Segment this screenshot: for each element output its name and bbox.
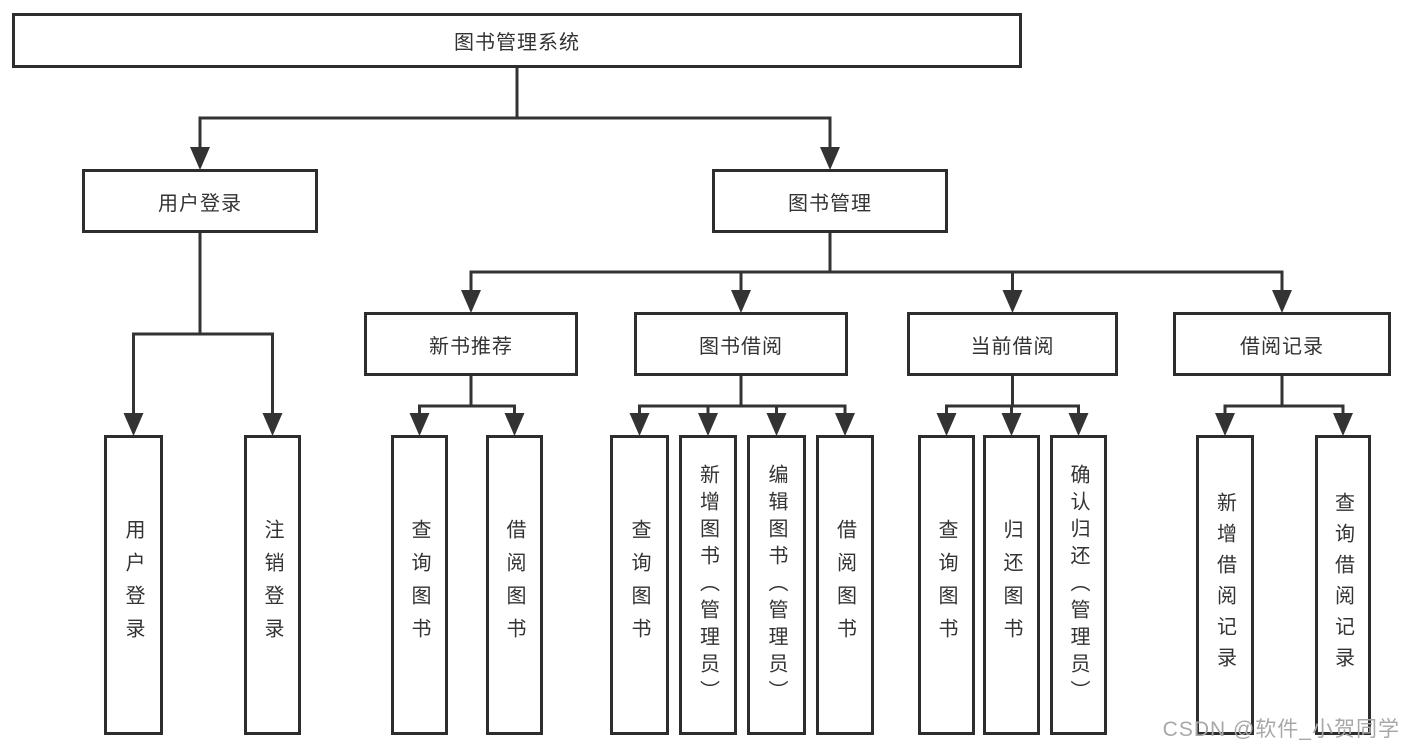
arrow-down-icon [1002, 290, 1023, 313]
arrow-down-icon [1001, 413, 1022, 436]
node-current-borrow: 当前借阅 [907, 312, 1118, 376]
arrow-down-icon [1272, 290, 1292, 313]
arrow-down-icon [262, 413, 283, 436]
arrow-down-icon [698, 413, 718, 436]
arrow-down-icon [820, 147, 840, 170]
arrow-down-icon [123, 413, 144, 436]
node-book-borrow: 图书借阅 [634, 312, 848, 376]
arrow-down-icon [766, 413, 787, 436]
node-v-edit-book: 编辑图书（管理员） [747, 435, 806, 735]
arrow-down-icon [461, 290, 481, 313]
node-v-confirm-return: 确认归还（管理员） [1050, 435, 1107, 735]
node-v-return-book: 归还图书 [983, 435, 1040, 735]
node-root: 图书管理系统 [12, 13, 1022, 68]
node-v-add-book: 新增图书（管理员） [679, 435, 737, 735]
arrow-down-icon [504, 413, 525, 436]
node-v-query-book-1: 查询图书 [391, 435, 448, 735]
watermark-text: CSDN @软件_小贺同学 [1162, 718, 1400, 741]
node-v-add-record: 新增借阅记录 [1196, 435, 1254, 735]
arrow-down-icon [409, 413, 430, 436]
node-v-query-record: 查询借阅记录 [1315, 435, 1371, 735]
node-v-user-login: 用户登录 [104, 435, 163, 735]
node-v-borrow-book-1: 借阅图书 [486, 435, 543, 735]
arrow-down-icon [1215, 413, 1235, 436]
node-book-mgmt: 图书管理 [712, 169, 948, 233]
arrow-down-icon [1068, 413, 1089, 436]
arrow-down-icon [835, 413, 855, 436]
arrow-down-icon [936, 413, 957, 436]
arrow-down-icon [629, 413, 650, 436]
arrow-down-icon [731, 290, 751, 313]
node-borrow-record: 借阅记录 [1173, 312, 1391, 376]
node-v-query-book-3: 查询图书 [918, 435, 975, 735]
arrow-down-icon [190, 147, 210, 170]
node-v-logout: 注销登录 [244, 435, 301, 735]
node-new-book-rec: 新书推荐 [364, 312, 578, 376]
node-user-login: 用户登录 [82, 169, 318, 233]
node-v-borrow-book-2: 借阅图书 [816, 435, 874, 735]
arrow-down-icon [1333, 413, 1353, 436]
node-v-query-book-2: 查询图书 [610, 435, 669, 735]
